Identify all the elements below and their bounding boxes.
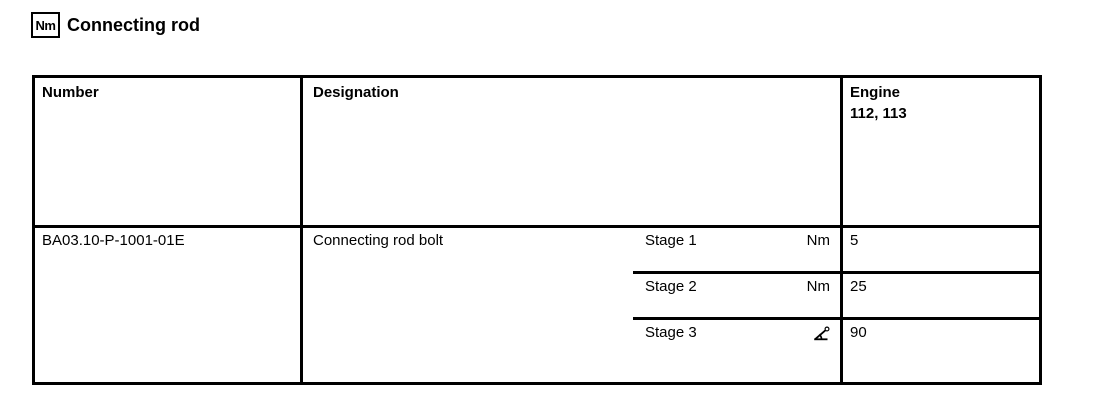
engine-value-stage-2: 25 [843,271,1039,317]
column-header-number: Number [35,78,300,228]
table-row-designation: Connecting rod bolt Stage 1 Nm Stage 2 N… [300,228,840,382]
column-header-designation: Designation [300,78,840,228]
stage-row-1: Stage 1 Nm [633,228,840,271]
nm-torque-icon-label: Nm [35,17,56,33]
stage-2-label: Stage 2 [645,278,697,295]
engine-value-stage-1: 5 [850,232,859,249]
engine-value-stage-3: 90 [843,317,1039,382]
stage-2-unit: Nm [806,278,830,295]
column-header-engine-label: Engine [850,84,901,101]
stage-1-label: Stage 1 [645,232,697,249]
nm-torque-icon: Nm [31,12,60,38]
torque-spec-table: Number Designation Engine 112, 113 BA03.… [32,75,1042,385]
designation-text: Connecting rod bolt [313,232,444,249]
column-header-engine-models: 112, 113 [850,105,907,122]
angle-degrees-icon [813,326,830,382]
stage-row-3: Stage 3 [633,317,840,382]
stage-3-label: Stage 3 [645,324,697,341]
stage-1-unit: Nm [806,232,830,249]
column-header-engine: Engine 112, 113 [840,78,1039,228]
page-title: Nm Connecting rod [31,12,200,38]
stage-row-2: Stage 2 Nm [633,271,840,317]
stage-table: Stage 1 Nm Stage 2 Nm Stage 3 [633,228,840,382]
table-row-engine-values: 5 25 90 [840,228,1039,382]
page-title-text: Connecting rod [67,14,200,35]
table-row-number: BA03.10-P-1001-01E [42,232,185,249]
